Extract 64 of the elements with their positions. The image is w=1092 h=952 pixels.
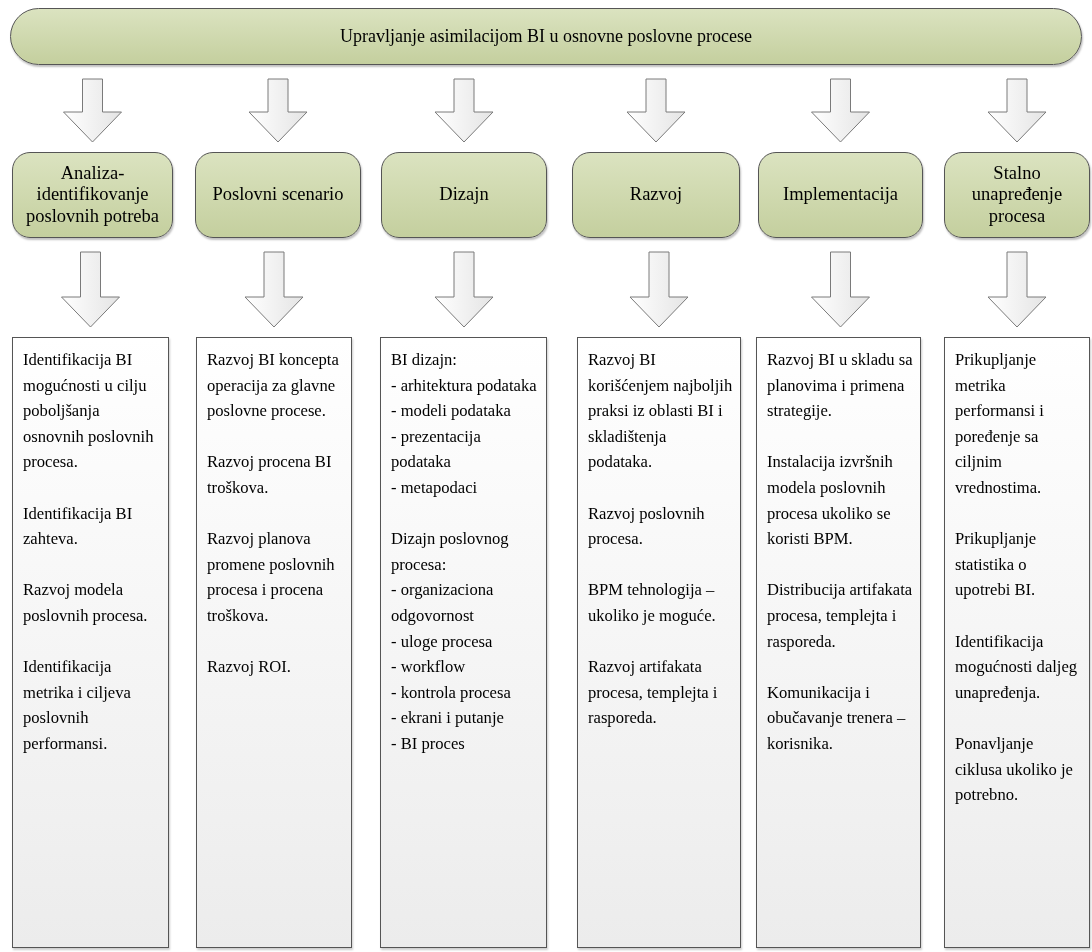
phase-box bbox=[758, 152, 923, 238]
activity-panel bbox=[12, 337, 169, 948]
block-arrow bbox=[987, 251, 1047, 328]
label-text: Upravljanje asimilacijom BI u osnovne poslovne procese bbox=[340, 26, 752, 47]
activity-panel bbox=[196, 337, 352, 948]
label-text: Poslovni scenario bbox=[212, 184, 344, 206]
phase-box bbox=[381, 152, 547, 238]
activity-panel bbox=[756, 337, 921, 948]
paragraph: Identifikacija metrika i ciljeva poslovnih performansi. bbox=[23, 656, 132, 755]
block-arrow bbox=[248, 78, 308, 143]
paragraph: Razvoj BI u skladu sa planovima i primena strategije. bbox=[767, 349, 914, 423]
block-arrow bbox=[987, 78, 1047, 143]
paragraph: Dizajn poslovnog procesa: bbox=[391, 528, 510, 576]
paragraph: BI dizajn: bbox=[391, 349, 458, 371]
phase-box bbox=[572, 152, 740, 238]
paragraph: - ekrani i putanje bbox=[391, 707, 505, 730]
paragraph: Razvoj modela poslovnih procesa. bbox=[23, 579, 149, 627]
paragraph: Razvoj artifakata procesa, templejta i rasporeda. bbox=[588, 656, 719, 730]
label-text: Implementacija bbox=[782, 184, 899, 206]
label-text: Dizajn bbox=[439, 184, 489, 206]
paragraph: Razvoj BI koncepta operacija za glavne poslovne procese. bbox=[207, 349, 340, 423]
activity-panel bbox=[944, 337, 1090, 948]
header-banner bbox=[10, 8, 1082, 65]
label-text: Razvoj bbox=[629, 184, 683, 206]
paragraph: Komunikacija i obučavanje trenera – korisnika. bbox=[767, 681, 907, 755]
paragraph: Razvoj BI korišćenjem najboljih praksi iz oblasti BI i skladištenja podataka. bbox=[588, 349, 734, 474]
paragraph: - modeli podataka bbox=[391, 400, 512, 423]
block-arrow bbox=[434, 78, 494, 143]
paragraph: Prikupljanje metrika performansi i poređenje sa ciljnim vrednostima. bbox=[955, 349, 1045, 499]
activity-panel bbox=[577, 337, 741, 948]
paragraph: - uloge procesa bbox=[391, 630, 494, 653]
paragraph: Identifikacija mogućnosti daljeg unapređenja. bbox=[955, 630, 1079, 704]
paragraph: Identifikacija BI mogućnosti u cilju poboljšanja osnovnih poslovnih procesa. bbox=[23, 349, 155, 474]
paragraph: Razvoj ROI. bbox=[207, 656, 292, 679]
phase-box bbox=[195, 152, 361, 238]
paragraph: Identifikacija BI zahteva. bbox=[23, 502, 134, 551]
paragraph: - arhitektura podataka bbox=[391, 374, 538, 397]
block-arrow bbox=[63, 78, 122, 143]
activity-panel bbox=[380, 337, 547, 948]
paragraph: - metapodaci bbox=[391, 476, 479, 499]
phase-box bbox=[12, 152, 173, 238]
paragraph: BPM tehnologija – ukoliko je moguće. bbox=[588, 579, 717, 627]
label-text: Analiza-identifikovanje poslovnih potreba bbox=[24, 163, 161, 227]
block-arrow bbox=[61, 251, 120, 328]
block-arrow bbox=[811, 251, 870, 328]
block-arrow bbox=[626, 78, 686, 143]
paragraph: - prezentacija podataka bbox=[391, 425, 482, 474]
paragraph: Razvoj planova promene poslovnih procesa i procena troškova. bbox=[207, 528, 336, 627]
label-text: Stalno unapređenje procesa bbox=[970, 163, 1064, 227]
paragraph: Razvoj poslovnih procesa. bbox=[588, 502, 706, 551]
paragraph: - organizaciona odgovornost bbox=[391, 579, 495, 627]
paragraph: Instalacija izvršnih modela poslovnih procesa ukoliko se koristi BPM. bbox=[767, 451, 894, 551]
paragraph: - kontrola procesa bbox=[391, 681, 512, 704]
paragraph: - workflow bbox=[391, 656, 467, 679]
block-arrow bbox=[434, 251, 494, 328]
block-arrow bbox=[811, 78, 870, 143]
phase-box bbox=[944, 152, 1090, 238]
block-arrow bbox=[629, 251, 689, 328]
paragraph: Ponavljanje ciklusa ukoliko je potrebno. bbox=[955, 732, 1074, 807]
paragraph: Prikupljanje statistika o upotrebi BI. bbox=[955, 528, 1038, 602]
paragraph: - BI proces bbox=[391, 732, 466, 755]
paragraph: Razvoj procena BI troškova. bbox=[207, 451, 333, 499]
block-arrow bbox=[244, 251, 304, 328]
paragraph: Distribucija artifakata procesa, templejta i rasporeda. bbox=[767, 579, 914, 653]
